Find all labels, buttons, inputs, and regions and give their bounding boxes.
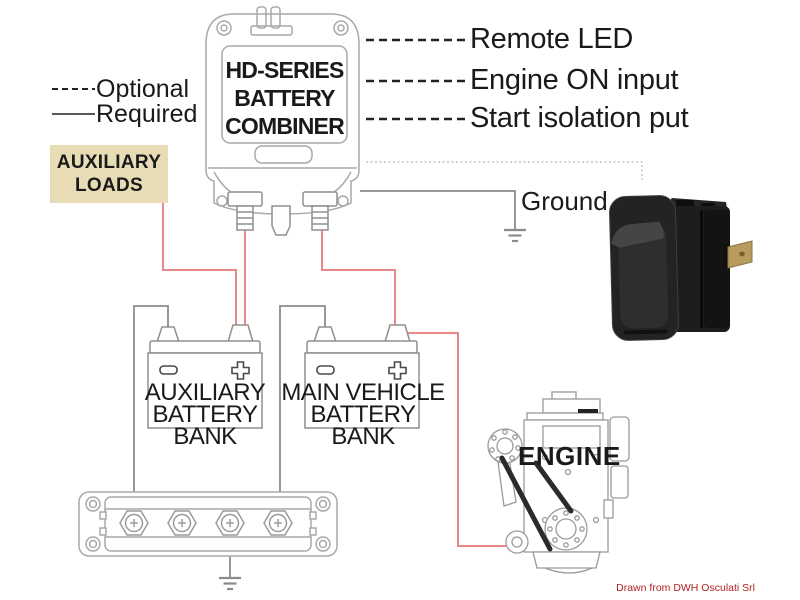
- engine-oil-pan: [532, 551, 601, 569]
- battery-main-lid: [306, 340, 418, 354]
- combiner-terminal-left-nut: [227, 191, 263, 207]
- battery-main-label-line2: BATTERY: [310, 401, 416, 428]
- ground-wires: [133, 190, 516, 577]
- callout-dashed-lines: [366, 38, 466, 121]
- wire-combiner-to-ground: [360, 190, 516, 229]
- wire-aux-battery-neg-to-busbar: [133, 305, 169, 497]
- engine-right-component-upper: [609, 416, 630, 462]
- combiner-screw-right: [333, 20, 349, 36]
- wire-main-battery-to-engine: [408, 332, 506, 547]
- red-wires: [162, 203, 506, 547]
- switch-rocker-highlight: [611, 221, 664, 248]
- battery-main-label: MAIN VEHICLE BATTERY BANK: [277, 379, 449, 450]
- battery-main-plus-mark: [388, 361, 407, 380]
- engine-drawing: [487, 391, 630, 574]
- engine-lower-pulley: [544, 507, 588, 551]
- battery-main-minus-mark: [316, 365, 335, 375]
- engine-valve-cover: [542, 425, 601, 449]
- auxiliary-loads-label-line2: LOADS: [75, 175, 143, 196]
- battery-main-drawing: [304, 324, 420, 429]
- combiner-label-panel: [221, 45, 348, 144]
- battery-aux-lid: [149, 340, 261, 354]
- ground-label: Ground: [521, 186, 608, 216]
- engine-right-component-lower: [610, 465, 629, 499]
- combiner-center-tab: [271, 205, 291, 236]
- auxiliary-loads-label-line1: AUXILIARY: [56, 152, 162, 173]
- combiner-label-line3: COMBINER: [225, 113, 345, 139]
- auxiliary-loads-box: AUXILIARY LOADS: [50, 145, 168, 203]
- ground-symbol-combiner: [504, 228, 526, 243]
- engine-small-pulley: [505, 530, 529, 554]
- switch-control-dotted-line: [366, 161, 643, 180]
- combiner-eyelet-right: [337, 195, 349, 207]
- callout-engine-on-input-label: Engine ON input: [470, 64, 679, 96]
- switch-rocker: [618, 223, 669, 329]
- busbar-terminals: [119, 510, 293, 536]
- wire-main-battery-neg-to-busbar: [279, 305, 326, 497]
- combiner-label-line1: HD-SERIES: [225, 57, 344, 83]
- battery-aux-label-line2: BATTERY: [152, 401, 258, 428]
- battery-aux-plus-mark: [231, 361, 250, 380]
- legend-optional-label: Optional: [96, 75, 190, 103]
- combiner-top-connector: [256, 6, 267, 29]
- callout-remote-led-label: Remote LED: [470, 23, 634, 55]
- busbar-mount-screw: [85, 496, 101, 512]
- engine-belt: [499, 455, 574, 552]
- busbar-drawing: [78, 491, 338, 557]
- battery-main-label-line1: MAIN VEHICLE: [281, 379, 445, 406]
- legend-lines: [52, 88, 95, 115]
- switch-terminal-base: [724, 245, 730, 269]
- combiner-label: HD-SERIES BATTERY COMBINER: [222, 56, 347, 140]
- engine-label: ENGINE: [518, 441, 621, 471]
- ground-symbol-busbar: [219, 576, 241, 591]
- switch-right-face: [704, 210, 730, 328]
- wire-auxloads-to-aux-battery: [162, 203, 237, 328]
- combiner-terminal-right-nut: [302, 191, 338, 207]
- battery-aux-drawing: [147, 324, 263, 429]
- busbar-mount-screw: [315, 496, 331, 512]
- battery-main-pos-post: [383, 324, 412, 343]
- combiner-screw-left: [216, 20, 232, 36]
- combiner-label-line2: BATTERY: [234, 85, 335, 111]
- battery-aux-label-line1: AUXILIARY: [144, 379, 266, 406]
- combiner-slot: [254, 145, 313, 164]
- battery-aux-label-line3: BANK: [173, 423, 237, 450]
- wire-combiner-to-main-battery: [321, 228, 396, 327]
- busbar-mount-screw: [315, 536, 331, 552]
- callout-start-isolation-label: Start isolation put: [470, 102, 689, 134]
- battery-main-neg-post: [312, 326, 338, 343]
- battery-aux-minus-mark: [159, 365, 178, 375]
- battery-aux-pos-post: [226, 324, 255, 343]
- attribution-text: Drawn from DWH Osculati Srl: [616, 582, 755, 594]
- battery-aux-label: AUXILIARY BATTERY BANK: [127, 379, 283, 450]
- combiner-drawing: [205, 6, 360, 236]
- busbar-mount-screw: [85, 536, 101, 552]
- rocker-switch-image: [609, 195, 753, 341]
- legend-required-label: Required: [96, 100, 198, 128]
- battery-main-label-line3: BANK: [331, 423, 395, 450]
- battery-aux-neg-post: [155, 326, 181, 343]
- combiner-eyelet-left: [216, 195, 228, 207]
